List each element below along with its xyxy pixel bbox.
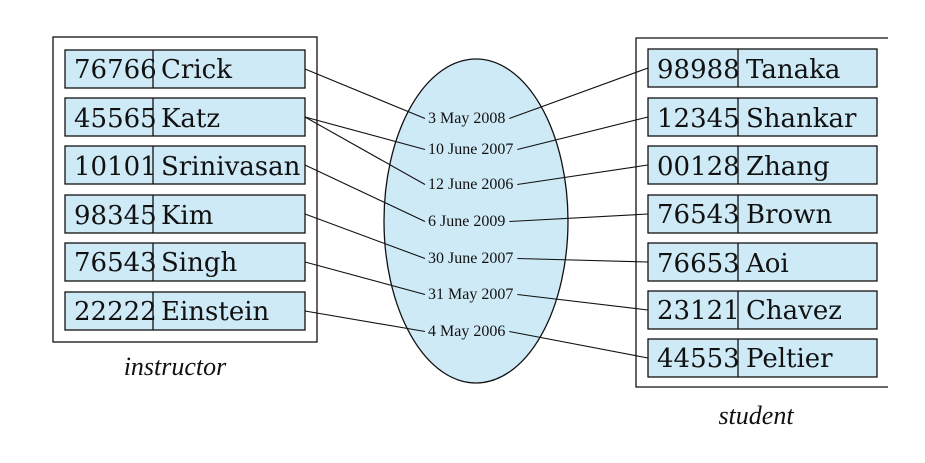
date-to-student-connector [509, 67, 649, 120]
instructor-rows: 76766 Crick 45565 Katz 10101 Srinivasan … [64, 49, 306, 331]
date-to-student-connector [517, 293, 649, 311]
student-row-cell [647, 194, 878, 234]
date-to-student-connector [517, 116, 649, 151]
instructor-name: Kim [161, 201, 213, 231]
instructor-id: 22222 [74, 297, 157, 327]
advisor-date-label: 3 May 2008 [428, 110, 505, 127]
instructor-to-date-connector [304, 116, 426, 185]
student-id: 12345 [657, 104, 740, 134]
advisor-date-label: 6 June 2009 [428, 213, 505, 230]
student-name: Aoi [745, 249, 789, 279]
student-id: 76543 [657, 200, 740, 230]
instructor-entity-set: 76766 Crick 45565 Katz 10101 Srinivasan … [52, 36, 318, 381]
instructor-name: Katz [161, 104, 220, 134]
advisor-relationship-ellipse [383, 58, 569, 384]
student-row-cell [647, 97, 878, 137]
instructor-id: 10101 [74, 152, 157, 182]
instructor-name: Srinivasan [161, 152, 301, 182]
instructor-name: Einstein [161, 297, 270, 327]
date-to-student-connector [509, 330, 649, 359]
instructor-row: 98345 Kim [64, 194, 306, 234]
instructor-row: 10101 Srinivasan [64, 145, 306, 185]
advisor-date-label: 31 May 2007 [428, 286, 513, 303]
instructor-to-date-connector [304, 213, 426, 260]
student-row: 76543 Brown [647, 194, 878, 234]
student-entity-set: 98988 Tanaka 12345 Shankar 00128 Zhang 7… [635, 37, 888, 430]
instructor-name: Crick [161, 55, 232, 85]
advisor-date-label: 30 June 2007 [428, 250, 513, 267]
student-row: 12345 Shankar [647, 97, 878, 137]
instructor-row-cell [64, 97, 306, 137]
date-to-student-connector [517, 257, 649, 263]
instructor-row: 22222 Einstein [64, 291, 306, 331]
student-id: 76653 [657, 249, 740, 279]
student-name: Tanaka [746, 55, 840, 85]
instructor-row-cell [64, 291, 306, 331]
student-id: 98988 [657, 55, 740, 85]
student-row-cell [647, 290, 878, 330]
instructor-row: 76766 Crick [64, 49, 306, 89]
instructor-to-date-connector [304, 261, 426, 296]
student-id: 00128 [657, 152, 740, 182]
student-name: Chavez [746, 296, 842, 326]
advisor-dates: 3 May 2008 10 June 2007 12 June 2006 6 J… [428, 110, 513, 340]
instructor-row-cell [64, 49, 306, 89]
student-name: Shankar [746, 104, 857, 134]
instructor-to-date-connector [304, 68, 426, 120]
student-row: 23121 Chavez [647, 290, 878, 330]
advisor-connectors [304, 67, 649, 359]
instructor-id: 45565 [74, 104, 157, 134]
student-row-cell [647, 242, 878, 282]
student-row: 76653 Aoi [647, 242, 878, 282]
student-row-cell [647, 48, 878, 88]
student-row-cell [647, 338, 878, 378]
student-id: 23121 [657, 296, 740, 326]
instructor-to-date-connector [304, 116, 426, 151]
advisor-date-label: 4 May 2006 [428, 323, 505, 340]
student-row: 98988 Tanaka [647, 48, 878, 88]
instructor-caption: instructor [124, 352, 227, 381]
student-name: Brown [746, 200, 832, 230]
student-row: 00128 Zhang [647, 145, 878, 185]
instructor-id: 76766 [74, 55, 157, 85]
student-row: 44553 Peltier [647, 338, 878, 378]
student-caption: student [718, 401, 794, 430]
advisor-date-label: 12 June 2006 [428, 176, 513, 193]
student-rows: 98988 Tanaka 12345 Shankar 00128 Zhang 7… [647, 48, 878, 378]
date-to-student-connector [509, 213, 649, 223]
student-name: Zhang [746, 152, 830, 182]
student-name: Peltier [746, 344, 833, 374]
instructor-row: 45565 Katz [64, 97, 306, 137]
date-to-student-connector [517, 164, 649, 186]
instructor-row: 76543 Singh [64, 242, 306, 282]
instructor-id: 98345 [74, 201, 157, 231]
student-id: 44553 [657, 344, 740, 374]
instructor-to-date-connector [304, 164, 426, 222]
instructor-name: Singh [161, 248, 238, 278]
instructor-to-date-connector [304, 310, 426, 333]
advisor-date-label: 10 June 2007 [428, 141, 513, 158]
instructor-id: 76543 [74, 248, 157, 278]
